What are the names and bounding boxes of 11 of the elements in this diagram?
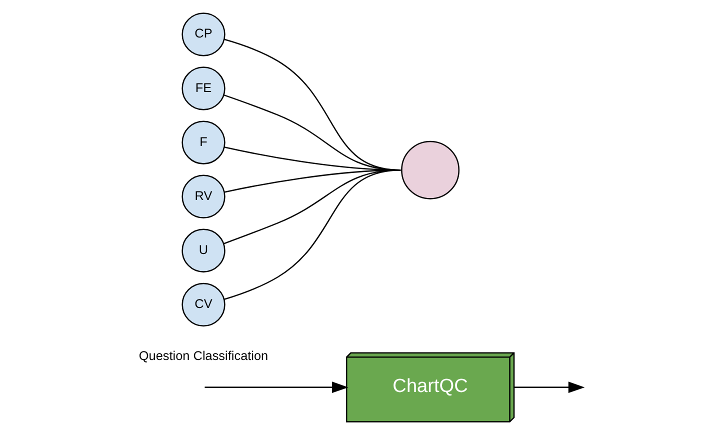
arrow (514, 381, 584, 393)
node-circle: FE (181, 66, 225, 110)
node-circle: CP (181, 12, 225, 56)
node-circle (400, 140, 460, 199)
node-circle: F (181, 120, 225, 164)
label: Question Classification (138, 347, 268, 362)
connector (223, 168, 400, 300)
node-circle: CV (181, 282, 225, 326)
node-circle: RV (181, 174, 225, 218)
node-circle: U (181, 228, 225, 272)
arrow (204, 381, 348, 393)
